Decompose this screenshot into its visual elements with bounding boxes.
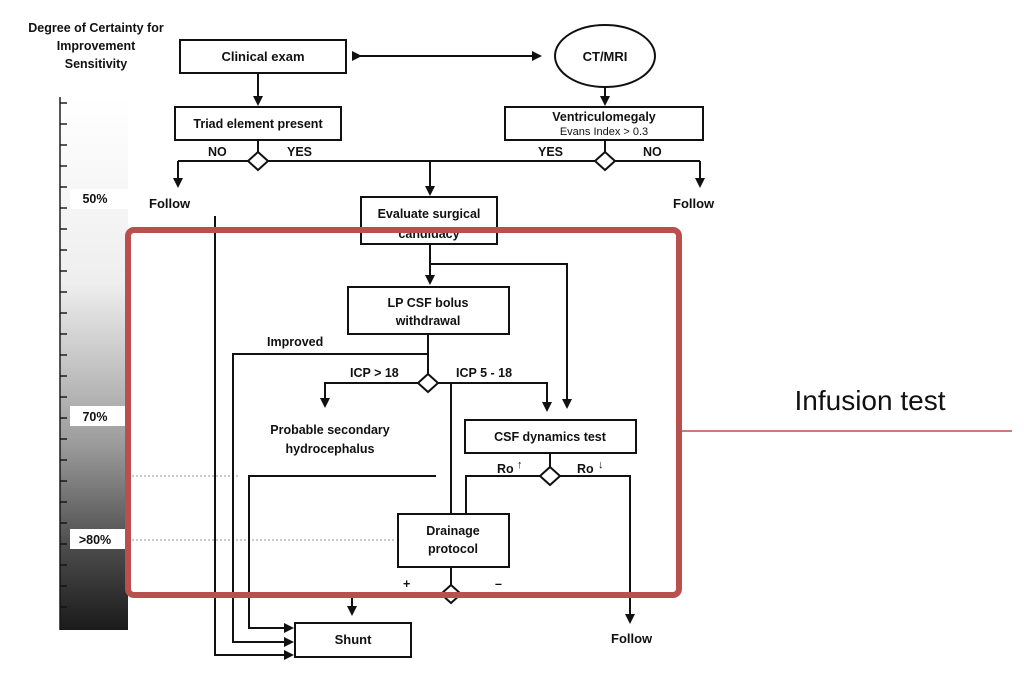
ct-mri-label: CT/MRI: [583, 49, 628, 64]
arrow-to-csf-dynamics: [430, 263, 572, 409]
scale-ticks: [60, 102, 67, 608]
follow-bottom-label: Follow: [611, 631, 653, 646]
clinical-exam-label: Clinical exam: [221, 49, 304, 64]
ro-up-branch: [465, 475, 540, 514]
shunt-box: [294, 622, 412, 658]
ro-up-arrow-icon: ↑: [517, 459, 523, 471]
shunt-label: Shunt: [335, 632, 372, 647]
scale-mark-50: 50%: [82, 192, 107, 206]
arrow-icp-high: [320, 382, 418, 408]
triad-decision-diamond: [246, 150, 270, 172]
arrow-icp-mid: [438, 382, 552, 412]
icp-high-label: ICP > 18: [350, 366, 399, 380]
ro-decision-diamond: [538, 465, 562, 487]
evaluate-label-line1: Evaluate surgical: [378, 207, 481, 221]
ventriculomegaly-box: [504, 106, 704, 141]
scale-mark-70: 70%: [82, 410, 107, 424]
icp-mid-label: ICP 5 - 18: [456, 366, 512, 380]
scale-title-line3: Sensitivity: [65, 57, 128, 71]
csf-dynamics-box: [464, 419, 637, 454]
yes-right-label: YES: [538, 145, 563, 159]
triad-label: Triad element present: [193, 117, 323, 131]
scale-gradient-bar: [60, 97, 128, 630]
scale-mark-50-bg: [70, 189, 128, 209]
certainty-scale: Degree of Certainty for Improvement Sens…: [28, 21, 164, 630]
ventriculomegaly-label: Ventriculomegaly: [552, 110, 656, 124]
scale-title-line1: Degree of Certainty for: [28, 21, 164, 35]
probable-label-line1: Probable secondary: [270, 423, 390, 437]
scale-mark-80: >80%: [79, 533, 111, 547]
plus-label: +: [403, 577, 410, 591]
improved-label: Improved: [267, 335, 323, 349]
probable-to-shunt-line: [248, 475, 436, 633]
clinical-exam-box: [179, 39, 347, 74]
evaluate-box: [360, 196, 498, 245]
infusion-test-highlight-frame: [125, 227, 682, 598]
scale-title-line2: Improvement: [57, 39, 136, 53]
lp-label-line2: withdrawal: [395, 314, 461, 328]
no-right-label: NO: [643, 145, 662, 159]
follow-left-label: Follow: [149, 196, 191, 211]
infusion-test-label: Infusion test: [795, 385, 946, 416]
scale-mark-70-bg: [70, 406, 128, 426]
ro-down-arrow-icon: ↓: [598, 459, 604, 471]
improved-to-shunt-line: [232, 353, 428, 647]
probable-label-line2: hydrocephalus: [286, 442, 375, 456]
icp-decision-diamond: [416, 372, 440, 394]
follow-right-label: Follow: [673, 196, 715, 211]
no-left-label: NO: [208, 145, 227, 159]
arrow-follow-bottom: [560, 475, 635, 624]
ventricle-decision-diamond: [593, 150, 617, 172]
ro-up-label: Ro: [497, 462, 514, 476]
csf-dynamics-label: CSF dynamics test: [494, 430, 607, 444]
minus-label: –: [495, 577, 502, 591]
lp-label-line1: LP CSF bolus: [387, 296, 468, 310]
drainage-label-line1: Drainage: [426, 524, 480, 538]
bypass-to-shunt-line: [214, 216, 294, 660]
evans-index-label: Evans Index > 0.3: [560, 126, 648, 138]
drainage-box: [397, 513, 510, 568]
drainage-label-line2: protocol: [428, 542, 478, 556]
scale-mark-80-bg: [70, 529, 128, 549]
lp-box: [347, 286, 510, 335]
yes-left-label: YES: [287, 145, 312, 159]
ro-down-label: Ro: [577, 462, 594, 476]
